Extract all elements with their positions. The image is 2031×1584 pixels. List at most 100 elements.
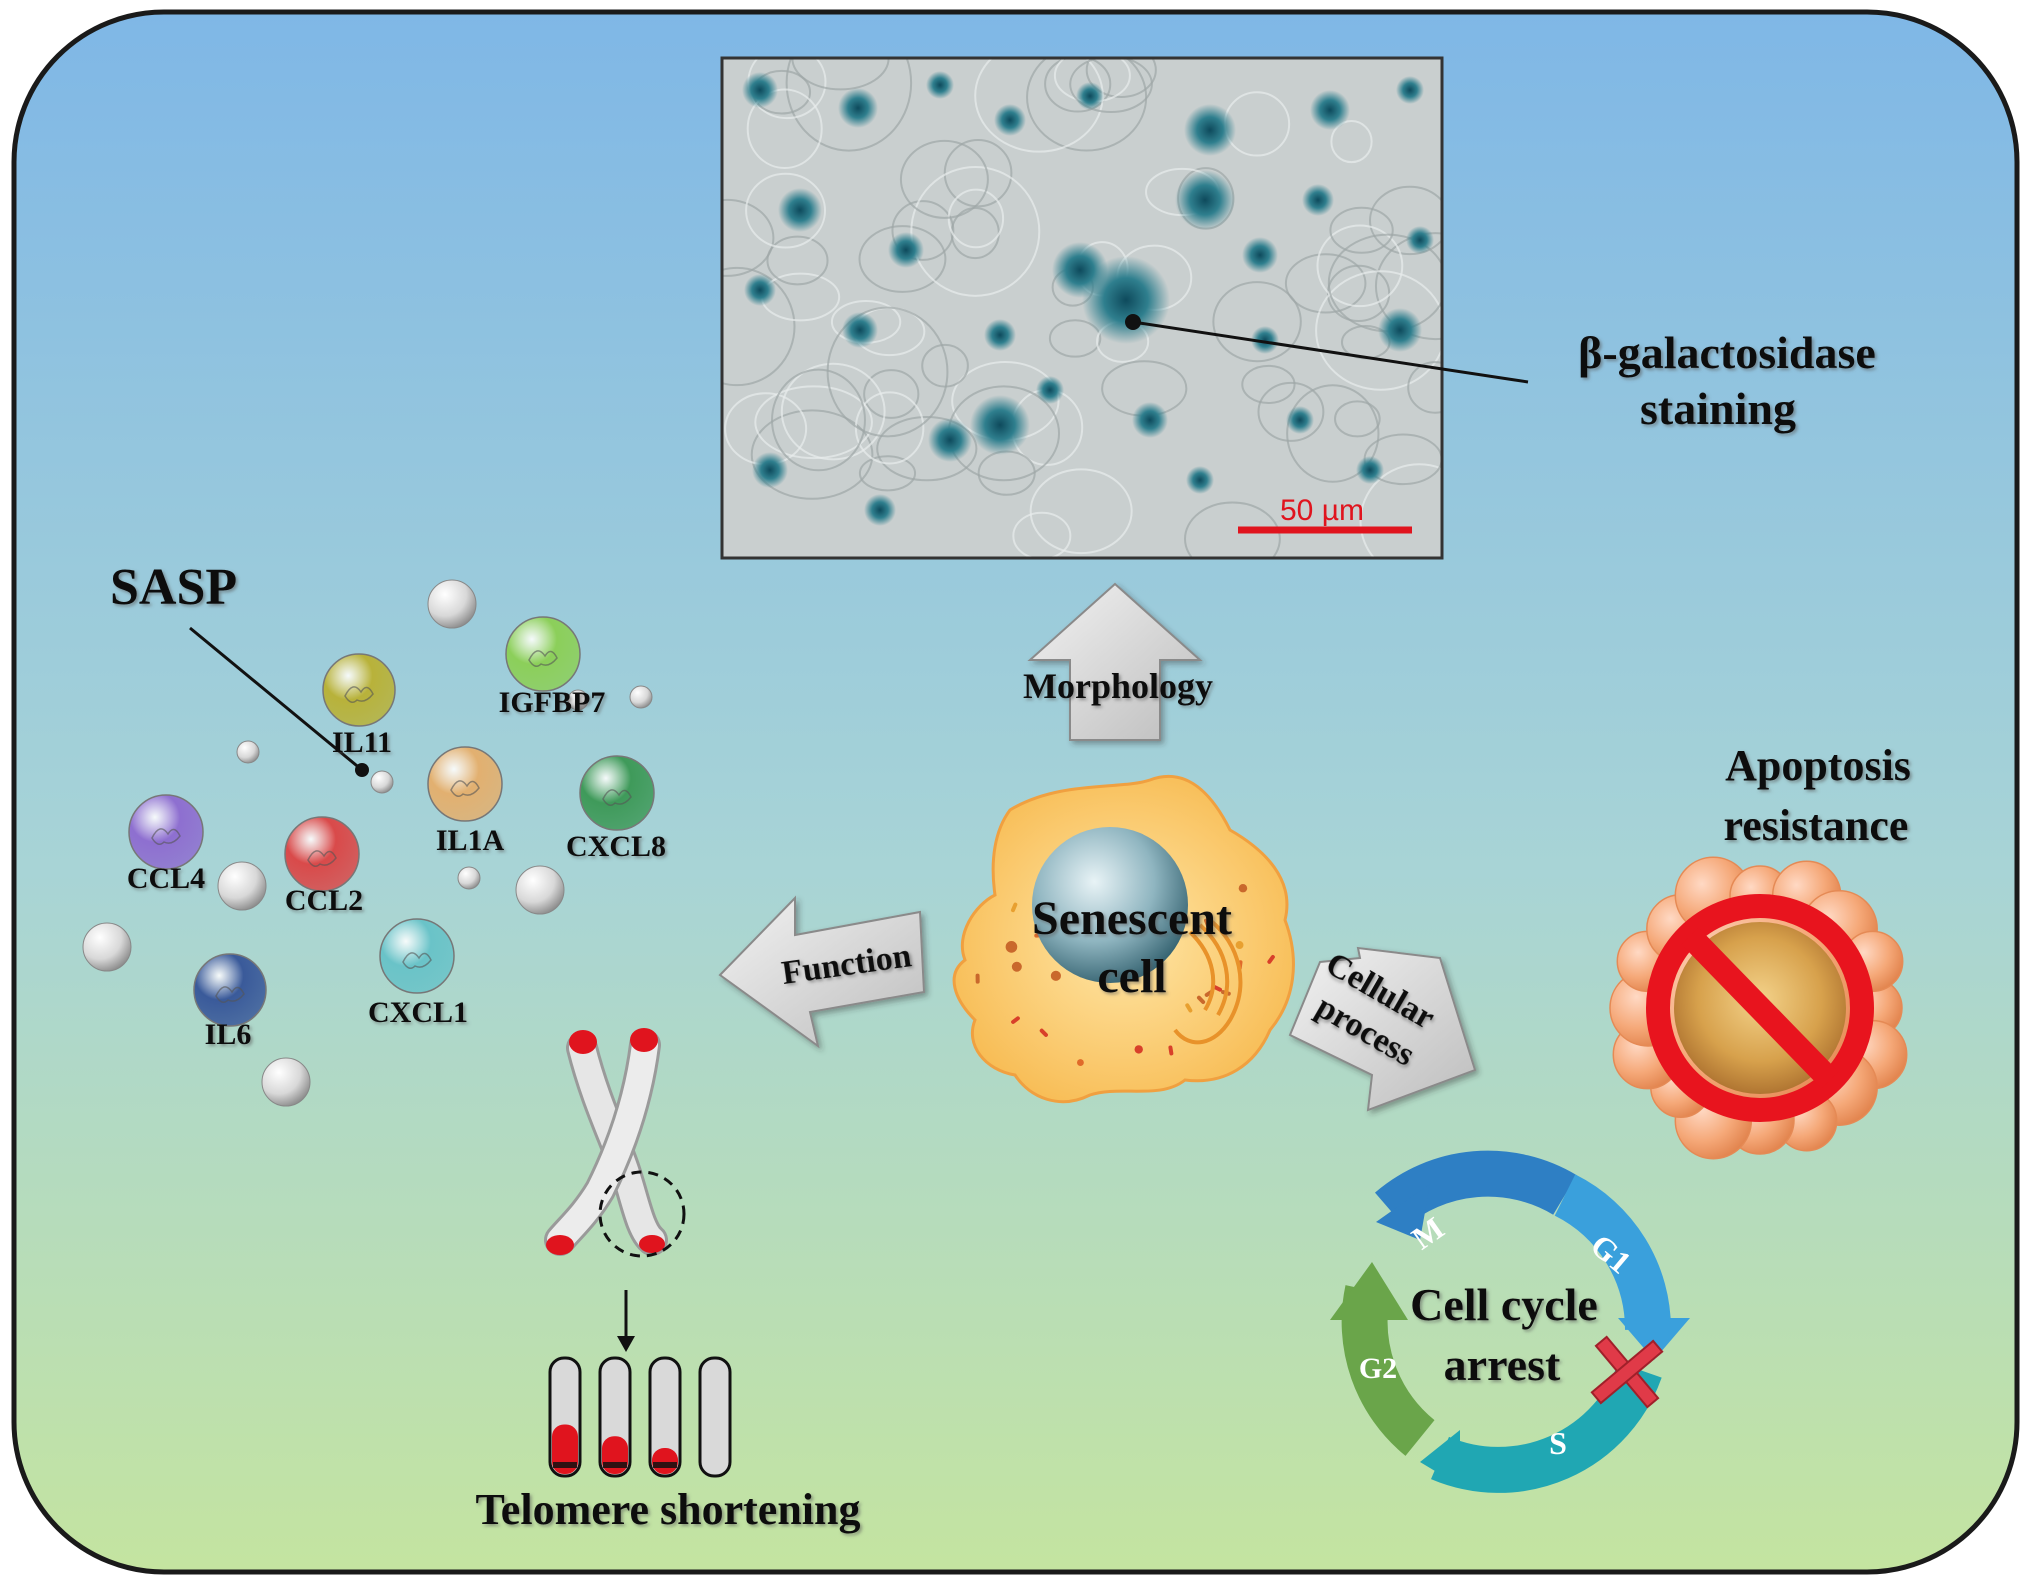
scale-bar-label: 50 µm [1280,494,1364,527]
protein-structure-icon [528,650,558,667]
cell-nucleus [1032,827,1188,983]
cellular-process-arrow [1288,946,1477,1112]
protein-structure-icon [307,850,337,867]
telomere-cap-short [639,1235,665,1253]
micrograph-cell-outline [1334,400,1381,438]
droplet [261,1057,311,1107]
telomere-tube [648,1356,682,1478]
stain-spot [1132,402,1168,438]
sasp-title: SASP [110,559,237,616]
stain-spot [1036,376,1064,404]
stain-spot [970,395,1030,455]
cytoplasm-granule [1185,1003,1193,1013]
droplet [82,922,132,972]
cytoplasm-granule [975,973,980,984]
micrograph-cell-outline [1286,384,1380,483]
cytoplasm-granule [1235,941,1244,949]
stain-spot [928,418,972,462]
stain-spot [1396,76,1424,104]
micrograph-cell-outline [1212,281,1302,363]
micrograph-cell-outline [1241,364,1296,405]
micrograph-cell-outline [1284,253,1367,314]
micrograph-cell-outline [876,415,978,482]
droplet [217,861,267,911]
micrograph-cell-outline [1316,224,1404,308]
morphology-label: Morphology [1023,666,1213,706]
micrograph-cell-outline [943,138,1013,208]
golgi-organelle [1173,918,1243,1045]
micrograph-cell-outline [1069,58,1153,113]
staining-pointer-line [1132,320,1529,384]
micrograph-cell-outline [1012,511,1072,558]
micrograph-texture [722,58,1442,558]
phase-label-g2: G2 [1359,1352,1397,1385]
stain-spot [864,494,896,526]
stain-spot [1186,466,1214,494]
micrograph-cell-outline [746,88,823,170]
phase-arc-s [1431,1361,1662,1493]
telomere-label: Telomere shortening [476,1485,861,1534]
stain-spot [1082,256,1170,344]
phase-arc-g1 [1554,1174,1672,1331]
stain-spot [926,71,954,99]
sasp-factors [82,579,655,1107]
droplet [427,579,477,629]
cytoplasm-granule [1050,970,1061,981]
prohibition-icon [1646,894,1874,1122]
micrograph-cell-outline [858,225,947,293]
factor-label-ccl2: CCL2 [285,884,363,917]
stain-spot [1406,226,1434,254]
telomere-arrowhead [617,1336,635,1352]
telomere-cap [546,1235,574,1255]
stain-spot [842,312,878,348]
factor-label-igfbp7: IGFBP7 [499,686,606,719]
droplet [236,740,260,764]
micrograph-cell-outline [1085,58,1157,98]
stain-spot [742,72,778,108]
micrograph-cell-outline [1369,185,1442,256]
stain-spot [888,232,924,268]
micrograph-cell-outline [1184,501,1281,558]
cytoplasm-granule [1005,941,1018,953]
micrograph-cell-outline [826,306,949,438]
stain-spot [1175,170,1235,230]
micrograph-cell-outline [722,198,775,277]
apoptosis-label-line1: Apoptosis [1725,741,1911,790]
cytoplasm-granule [1039,1028,1048,1037]
tube-band [603,1462,627,1468]
droplet [515,865,565,915]
droplet [567,689,589,711]
droplet [629,685,653,709]
micrograph-cell-outline [863,369,920,419]
chromosome [544,1028,686,1258]
cytoplasm-granule [1267,954,1275,964]
micrograph-cell-outline [910,165,1041,297]
micrograph-cell-outline [1374,232,1442,341]
staining-label-line2: staining [1640,383,1796,434]
telomere-length-fill [652,1448,678,1474]
function-arrow [718,895,926,1049]
telomere-length-fill [552,1424,578,1474]
cytoplasm-granule [1010,902,1018,913]
factor-label-cxcl1: CXCL1 [368,996,468,1029]
micrograph-cell-outline [1044,58,1112,113]
protein-structure-icon [402,952,432,969]
protein-structure-icon [450,780,480,797]
telomere-tube [698,1356,732,1478]
micrograph-cell-outline [1257,381,1325,442]
protein-structure-icon [602,789,632,806]
staining-label-line1: β-galactosidase [1578,327,1876,378]
micrograph-cell-outline [754,385,873,460]
phase-arc-m [1375,1150,1577,1228]
tube-band [653,1462,677,1468]
telomere-length-fill [602,1436,628,1474]
protein-structure-icon [151,828,181,845]
factor-label-ccl4: CCL4 [127,862,205,895]
apoptosis-label-line2: resistance [1724,801,1909,850]
factor-label-il11: IL11 [332,726,392,759]
stain-spot [1310,90,1350,130]
sasp-pointer-dot [355,763,369,777]
micrograph-cell-outline [766,235,829,286]
cell-label-line1: Senescent [1032,892,1232,945]
telomere-highlight-circle [598,1170,686,1258]
